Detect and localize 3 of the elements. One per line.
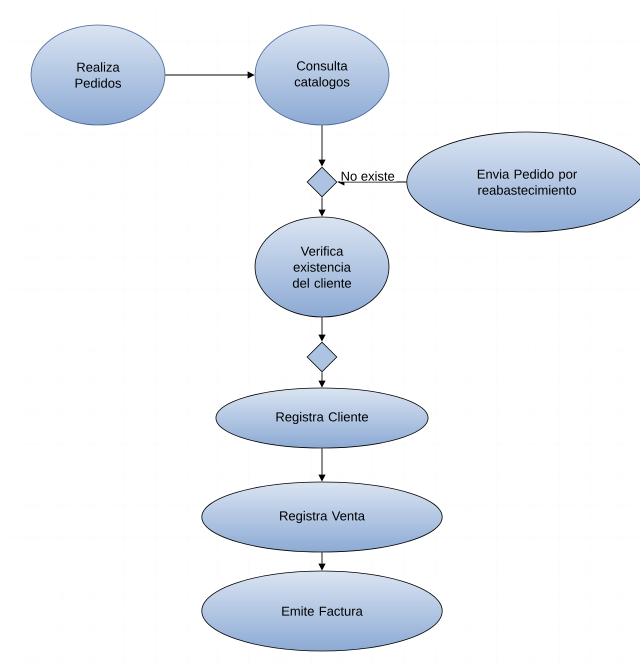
decision-diamond: [306, 166, 338, 198]
edge-label: No existe: [340, 170, 396, 182]
decision-diamond: [306, 342, 338, 372]
